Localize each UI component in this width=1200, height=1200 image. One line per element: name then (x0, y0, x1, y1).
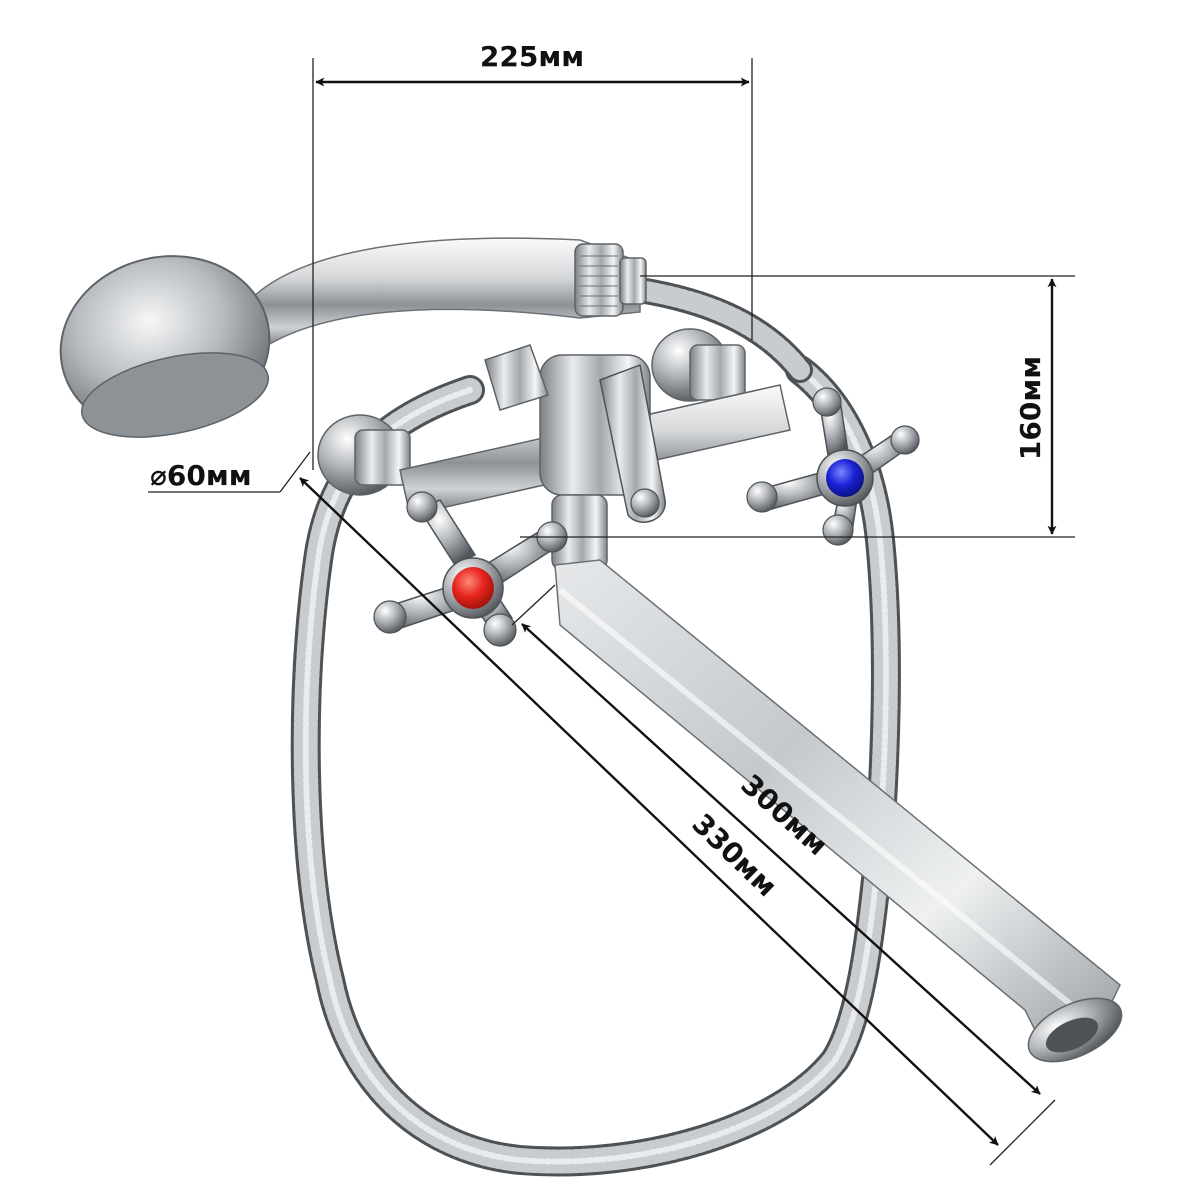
cold-indicator (826, 459, 864, 497)
dimension-diameter-label: ⌀60мм (150, 459, 252, 492)
dimension-width: 225мм (312, 40, 753, 470)
hot-handle[interactable] (373, 491, 568, 647)
dimension-width-label: 225мм (480, 40, 584, 73)
hot-indicator (452, 567, 494, 609)
dimension-diameter: ⌀60мм (148, 451, 311, 493)
dimension-height-label: 160мм (1014, 356, 1047, 460)
shower-head (59, 237, 647, 438)
